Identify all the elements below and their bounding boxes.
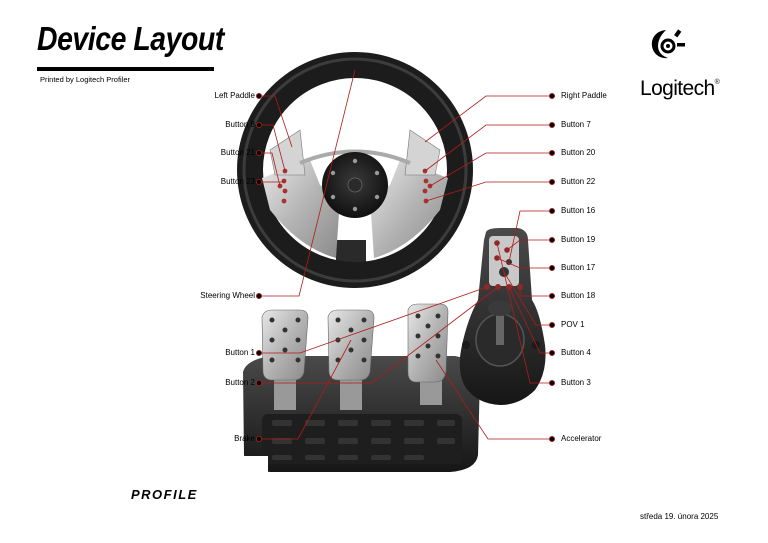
print-date: středa 19. února 2025 xyxy=(640,512,719,521)
leader-button-2 xyxy=(259,286,499,384)
label-accelerator: Accelerator xyxy=(561,434,602,443)
label-button-16: Button 16 xyxy=(561,206,596,215)
profile-logo: PROFILE xyxy=(131,487,198,502)
label-button-20: Button 20 xyxy=(561,148,596,157)
dot-button-7 xyxy=(549,122,556,129)
leader-steering-wheel xyxy=(259,69,356,297)
label-steering-wheel: Steering Wheel xyxy=(200,291,255,300)
leader-button-3 xyxy=(496,242,552,384)
accelerator-pedal xyxy=(407,303,449,383)
leader-button-17 xyxy=(496,257,552,269)
label-left-paddle: Left Paddle xyxy=(214,91,255,100)
title-underline xyxy=(37,67,214,71)
dot-button-21 xyxy=(255,149,262,156)
registered-mark: ® xyxy=(714,79,720,86)
leader-right-paddle xyxy=(424,95,552,143)
label-button-2: Button 2 xyxy=(225,378,255,387)
leader-button-1 xyxy=(259,286,488,354)
label-button-1: Button 1 xyxy=(225,348,255,357)
logitech-wordmark: Logitech® xyxy=(640,77,720,100)
leader-button-7 xyxy=(424,124,552,172)
page-subtitle: Printed by Logitech Profiler xyxy=(40,75,131,84)
leader-button-16 xyxy=(508,210,552,263)
label-dots xyxy=(255,93,556,442)
label-button-23: Button 23 xyxy=(220,177,255,186)
leader-brake xyxy=(259,339,352,440)
dot-accelerator xyxy=(549,435,556,442)
label-brake: Brake xyxy=(234,434,255,443)
label-button-19: Button 19 xyxy=(561,235,596,244)
dot-button-23 xyxy=(255,178,262,185)
dot-button-3 xyxy=(549,379,556,386)
dot-brake xyxy=(255,435,262,442)
dot-button-16 xyxy=(549,207,556,214)
dot-button-20 xyxy=(549,149,556,156)
label-pov-1: POV 1 xyxy=(561,320,585,329)
dot-button-4 xyxy=(549,349,556,356)
dot-right-paddle xyxy=(549,93,556,100)
pedal-base xyxy=(243,356,480,472)
dot-button-2 xyxy=(255,379,262,386)
leader-button-21 xyxy=(259,152,281,187)
gear-shifter xyxy=(459,228,546,405)
dot-button-19 xyxy=(549,236,556,243)
dot-button-1 xyxy=(255,349,262,356)
dot-button-17 xyxy=(549,264,556,271)
clutch-pedal xyxy=(261,309,309,381)
page-title: Device Layout xyxy=(37,20,224,57)
label-button-7: Button 7 xyxy=(561,120,591,129)
label-button-8: Button 8 xyxy=(225,120,255,129)
label-right-paddle: Right Paddle xyxy=(561,91,607,100)
leader-button-20 xyxy=(429,152,552,187)
leader-button-22 xyxy=(425,181,552,202)
leader-button-18 xyxy=(519,287,552,297)
leader-left-paddle xyxy=(259,95,293,148)
dot-pov-1 xyxy=(549,321,556,328)
leader-pov-1 xyxy=(503,271,552,326)
steering-wheel xyxy=(237,52,473,288)
logitech-logo-icon xyxy=(651,29,685,59)
label-button-4: Button 4 xyxy=(561,348,591,357)
leader-button-4 xyxy=(508,286,552,354)
label-button-17: Button 17 xyxy=(561,263,596,272)
leader-button-19 xyxy=(506,239,552,251)
label-button-22: Button 22 xyxy=(561,177,596,186)
dot-button-18 xyxy=(549,292,556,299)
label-button-18: Button 18 xyxy=(561,291,596,300)
dot-button-8 xyxy=(255,122,262,129)
dot-left-paddle xyxy=(255,93,262,100)
dot-steering-wheel xyxy=(255,292,262,299)
leader-button-8 xyxy=(259,124,286,172)
dot-button-22 xyxy=(549,178,556,185)
label-button-3: Button 3 xyxy=(561,378,591,387)
leader-lines xyxy=(259,69,552,440)
profile-logo-panel xyxy=(0,456,268,543)
brake-pedal xyxy=(327,309,375,381)
label-button-21: Button 21 xyxy=(220,148,255,157)
leader-accelerator xyxy=(435,359,552,440)
